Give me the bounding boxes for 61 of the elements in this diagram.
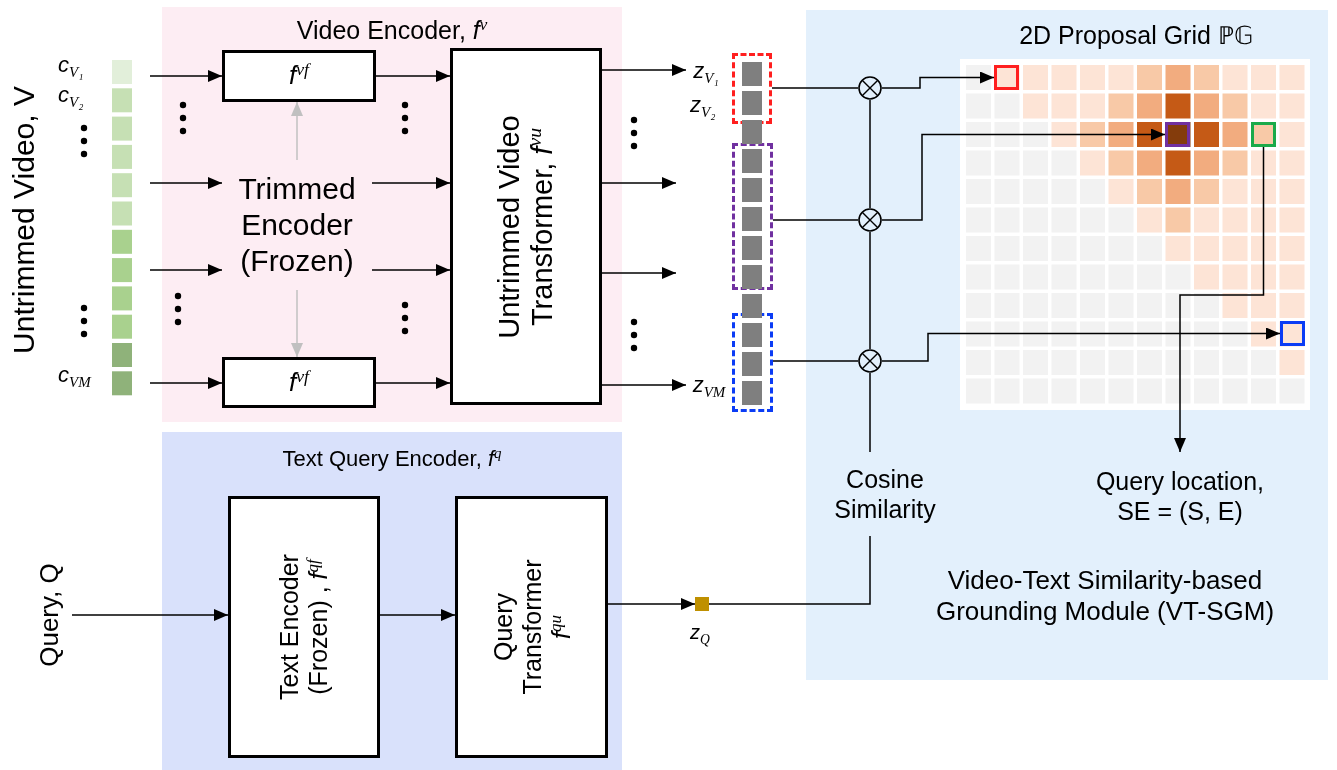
connector-line [708,535,871,605]
connector-line [869,231,871,350]
arrow [375,377,451,389]
multiply-node [858,208,882,232]
arrow [601,267,677,279]
node-label: Trimmed Encoder (Frozen) [237,171,357,279]
highlighted-cell [1165,122,1190,147]
arrow [881,128,1166,221]
process-box [228,496,380,758]
arrow [881,327,1281,362]
grid-title: 2D Proposal Grid ℙ𝔾 [1018,20,1254,50]
arrow [371,177,451,189]
multiply-node [858,76,882,100]
highlighted-cell [994,65,1019,90]
panel-title: Text Query Encoder, f$^{q}$ [281,446,503,473]
process-box [455,496,608,758]
node-label: z$_{VM}$ [691,371,727,399]
arrow [601,379,687,391]
process-box [222,357,376,408]
variable-label: z$_{V₂}$ [690,92,716,119]
query-embedding-square [695,597,709,611]
arrow [379,609,456,621]
connector-line [869,372,871,453]
module-panel [162,432,622,770]
arrow [601,64,687,76]
panel-title: Video Encoder, f$^{v}$ [295,15,489,45]
feedback-arrow [291,289,303,358]
arrow [371,264,451,276]
feedback-arrow [291,101,303,161]
node-label: Query location, SE = (S, E) [1094,466,1266,526]
connector-line [772,360,859,362]
arrow [607,598,696,610]
arrow [149,264,223,276]
connector-line [772,219,859,221]
panel-title: Video-Text Similarity-based Grounding Module (VT-SGM) [934,565,1276,628]
connector-line [771,87,859,89]
node-label: Cosine Similarity [833,464,937,524]
highlighted-cell [1251,122,1276,147]
module-panel [162,7,622,422]
block-label: f$^{vf}$ [288,60,312,92]
node-label: Query, Q [35,562,65,669]
arrow [1174,146,1265,453]
process-box [450,48,602,405]
arrow [149,70,223,82]
variable-label: c$_{V₁}$ [58,52,84,79]
arrow [149,177,223,189]
arrow [71,609,229,621]
arrow [149,377,223,389]
module-panel [806,10,1328,680]
variable-label: c$_{VM}$ [58,362,91,389]
node-label: z$_{V₁}$ [692,57,720,85]
multiply-node [858,349,882,373]
block-label: f$^{vf}$ [288,366,312,399]
arrow [601,177,677,189]
process-box [222,50,376,102]
axis-label: Untrimmed Video, V [9,85,39,356]
arrow [881,71,995,89]
arrow [375,70,451,82]
highlighted-cell [1280,321,1305,346]
connector-line [869,99,871,209]
variable-label: c$_{V₂}$ [58,82,84,109]
